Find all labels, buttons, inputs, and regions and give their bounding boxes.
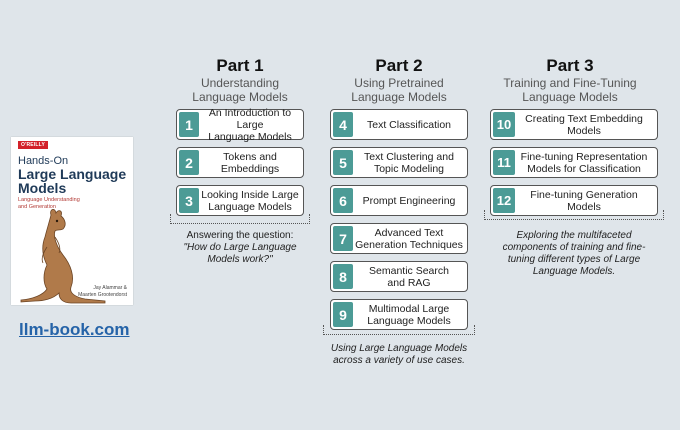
chapter-number: 2 (179, 150, 199, 175)
book-authors: Jay Alammar & Maarten Grootendorst (78, 285, 127, 298)
website-link[interactable]: llm-book.com (19, 320, 130, 339)
book-cover: O'REILLY Hands-On Large Language Models … (11, 137, 133, 305)
book-title-line2: Large Language (18, 166, 127, 182)
part1-header: Part 1 Understanding Language Models (155, 56, 325, 104)
chapter-6-box: 6 Prompt Engineering (330, 185, 468, 216)
part3-bracket (484, 210, 664, 220)
chapter-4-box: 4 Text Classification (330, 109, 468, 140)
kangaroo-illustration (20, 209, 106, 304)
chapter-label: Prompt Engineering (362, 194, 456, 207)
part1-bracket (170, 214, 310, 224)
chapter-number: 6 (333, 188, 353, 213)
book-title-line3: Models (18, 180, 67, 196)
part3-header: Part 3 Training and Fine-Tuning Language… (485, 56, 655, 104)
part2-caption: Using Large Language Models across a var… (330, 343, 468, 366)
part3-caption: Exploring the multifaceted components of… (502, 230, 646, 277)
chapter-number: 12 (493, 188, 515, 213)
chapter-number: 10 (493, 112, 515, 137)
part1-caption: Answering the question: "How do Large La… (183, 230, 297, 265)
chapter-number: 5 (333, 150, 353, 175)
chapter-label: Fine-tuning Generation Models (530, 188, 638, 213)
chapter-number: 8 (333, 264, 353, 289)
part2-header: Part 2 Using Pretrained Language Models (314, 56, 484, 104)
book-subtitle: Language Understanding and Generation (18, 197, 80, 210)
book-title-line1: Hands-On (18, 155, 69, 167)
chapter-number: 11 (493, 150, 515, 175)
publisher-logo: O'REILLY (18, 141, 48, 149)
chapter-number: 3 (179, 188, 199, 213)
chapter-number: 4 (333, 112, 353, 137)
chapter-number: 9 (333, 302, 353, 327)
chapter-number: 7 (333, 226, 353, 251)
part1-title: Part 1 (216, 56, 264, 75)
part3-title: Part 3 (546, 56, 594, 75)
part2-bracket (323, 325, 475, 335)
chapter-12-box: 12 Fine-tuning Generation Models (490, 185, 658, 216)
chapter-label: Text Classification (366, 118, 452, 131)
part2-title: Part 2 (375, 56, 423, 75)
chapter-number: 1 (179, 112, 199, 137)
